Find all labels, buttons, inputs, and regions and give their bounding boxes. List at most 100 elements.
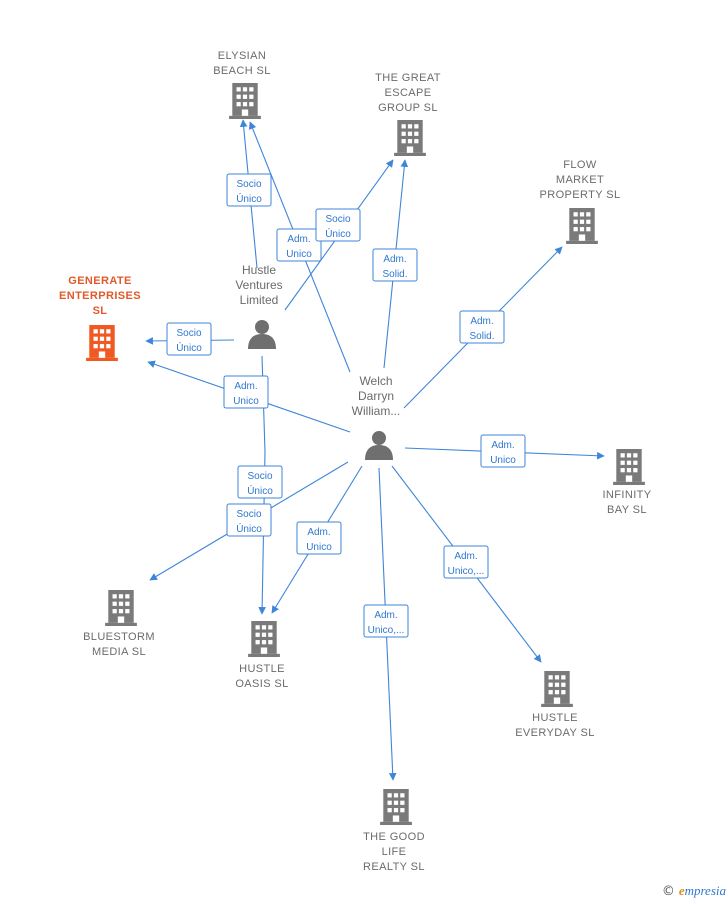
edge-label-box [276,228,322,262]
building-icon [229,83,261,119]
node-label: FLOW [563,159,597,171]
edge-label[interactable]: Adm. Unico,... [443,545,489,579]
node-good_life[interactable]: THE GOOD LIFE REALTY SL [363,789,425,873]
edge-label-text: Adm. [454,551,477,562]
edge-label-text: Solid. [382,269,407,280]
edge-label-box [166,322,212,356]
node-label: GENERATE [68,275,132,287]
node-great_escape[interactable]: THE GREAT ESCAPE GROUP SL [375,72,441,156]
edge-label-text: Adm. [383,254,406,265]
edge-label-box [443,545,489,579]
edge-label-text: Adm. [307,527,330,538]
edge-label-box [363,604,409,638]
node-label: Darryn [358,389,394,403]
edge-label[interactable]: Adm. Unico,... [363,604,409,638]
edge-label-box [296,521,342,555]
edge-label-box [480,434,526,468]
edge-label-box [226,173,272,207]
edge-label-text: Único [325,227,351,240]
edge-label[interactable]: Adm. Unico [480,434,526,468]
edge-label-text: Unico,... [368,625,405,636]
node-label: BAY SL [607,504,647,516]
edge-label-text: Unico [490,455,516,466]
edge-label[interactable]: Adm. Solid. [372,248,418,282]
node-label: William... [352,404,401,418]
building-icon [248,621,280,657]
edge-label-text: Adm. [470,316,493,327]
edge-label-text: Unico [233,396,259,407]
edge-label[interactable]: Adm. Unico [276,228,322,262]
edge-label-text: Socio [247,471,272,482]
edge-label-text: Único [236,192,262,205]
node-flow_market[interactable]: FLOW MARKET PROPERTY SL [539,159,620,244]
node-label: THE GOOD [363,831,425,843]
edge-label-text: Socio [236,179,261,190]
edge-label-text: Adm. [491,440,514,451]
brand-name: mpresia [684,883,726,898]
edge-label-text: Socio [325,214,350,225]
building-icon [394,120,426,156]
edge-label-text: Socio [236,509,261,520]
edge-label[interactable]: Adm.Solid. [459,310,505,344]
building-icon [380,789,412,825]
node-label: PROPERTY SL [539,189,620,201]
node-label: MARKET [556,174,604,186]
edge-label[interactable]: Adm. Unico [296,521,342,555]
node-label: ESCAPE [384,87,431,99]
node-label: Welch [359,374,392,388]
node-label: BLUESTORM [83,631,155,643]
edge-label-box [226,503,272,537]
node-welch[interactable]: WelchDarrynWilliam... [352,374,401,460]
edge-label-box [315,208,361,242]
building-icon [86,325,118,361]
person-icon [248,320,276,349]
edge-label-text: Unico [306,542,332,553]
node-label: REALTY SL [363,861,425,873]
edge-label-box [223,375,269,409]
edge-label-text: Único [176,341,202,354]
building-icon [613,449,645,485]
node-bluestorm[interactable]: BLUESTORM MEDIA SL [83,590,155,658]
building-icon [566,208,598,244]
edge-label-text: Único [247,484,273,497]
node-label: MEDIA SL [92,646,146,658]
node-label: GROUP SL [378,102,438,114]
node-label: ENTERPRISES [59,290,141,302]
edge-label-text: Adm. [287,234,310,245]
edge-label-box [237,465,283,499]
node-label: Hustle [242,263,276,277]
edge-label-text: Adm. [374,610,397,621]
node-label: Limited [240,293,279,307]
empresia-watermark: ©empresia [662,883,726,899]
node-label: THE GREAT [375,72,441,84]
node-label: ELYSIAN [218,50,266,62]
edge-label-text: Unico,... [448,566,485,577]
node-label: HUSTLE [239,663,285,675]
node-label: LIFE [382,846,407,858]
node-label: INFINITY [602,489,651,501]
building-icon [541,671,573,707]
edge-label-text: Unico [286,249,312,260]
person-icon [365,431,393,460]
edge-label-box [372,248,418,282]
edge-labels-layer: SocioÚnicoAdm.UnicoSocioÚnicoAdm.Solid.A… [166,173,526,638]
edge-label-text: Adm. [234,381,257,392]
node-label: HUSTLE [532,712,578,724]
node-label: Ventures [235,278,282,292]
edge-label-text: Único [236,522,262,535]
edge-label[interactable]: Adm. Unico [223,375,269,409]
copyright-symbol: © [661,884,675,899]
node-infinity[interactable]: INFINITY BAY SL [602,449,651,516]
